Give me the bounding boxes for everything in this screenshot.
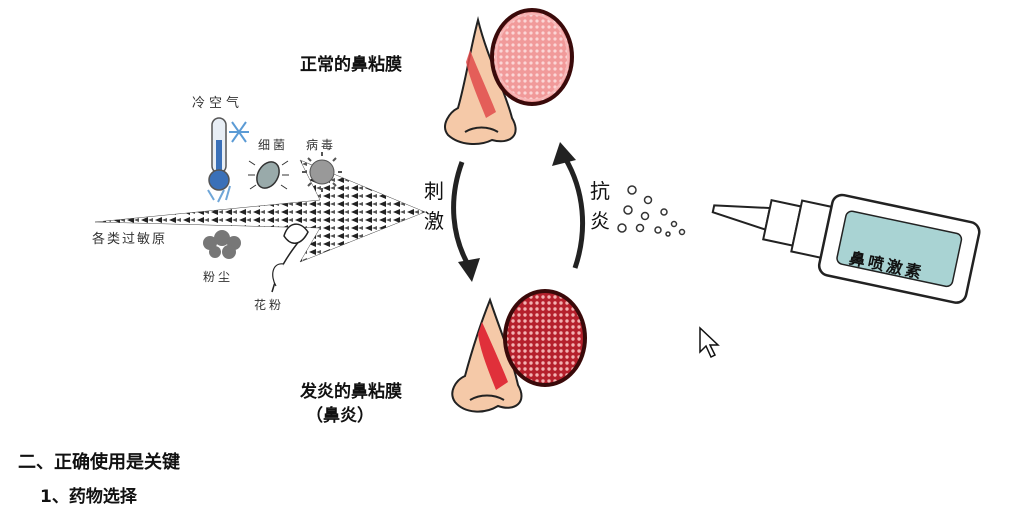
cycle-arrow-down [451,161,480,282]
thermometer-icon [207,117,231,203]
normal-nose [444,16,517,145]
virus-icon [302,152,342,192]
inflamed-mucosa-label: 发炎的鼻粘膜 （鼻炎） [300,380,402,428]
pollen-flower-icon [271,223,309,293]
anti-inflammation-label: 抗炎 [590,179,610,233]
normal-mucosa-circle [490,8,574,106]
cycle-arrow-up [552,142,586,269]
virus-label: 病毒 [306,138,337,152]
pollen-label: 花粉 [254,298,285,312]
stimulus-label: 刺激 [424,179,444,233]
bacteria-label: 细菌 [258,138,289,152]
mouse-cursor-icon [699,326,720,359]
stimulus-arrow [94,159,426,263]
cold-air-label: 冷空气 [192,96,244,111]
snowflake-icon [229,121,249,143]
dust-label: 粉尘 [203,270,234,284]
dust-icon [203,230,241,259]
inflamed-mucosa-circle [503,289,587,387]
inflamed-mucosa-subtitle: （鼻炎） [306,406,374,426]
normal-mucosa-label: 正常的鼻粘膜 [300,55,402,75]
section-heading: 二、正确使用是关键 [18,452,180,473]
bacteria-icon [248,160,289,190]
spray-droplets [617,185,686,237]
inflamed-mucosa-title: 发炎的鼻粘膜 [300,382,402,402]
nasal-mucosa-illustration [94,8,981,413]
nasal-spray-bottle [711,193,981,304]
subsection-heading: 1、药物选择 [40,487,137,507]
allergens-label: 各类过敏原 [92,232,168,247]
